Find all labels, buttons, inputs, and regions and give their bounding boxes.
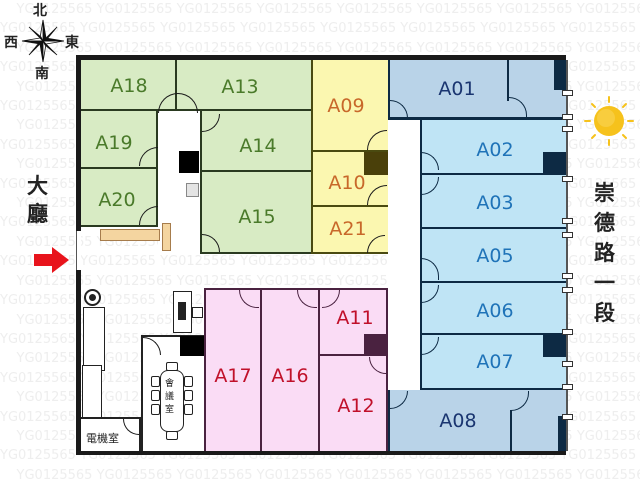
room-A17[interactable] — [204, 288, 262, 451]
chair — [192, 307, 203, 318]
pillar — [554, 60, 566, 90]
A01-partition — [507, 60, 509, 101]
corridor-blue — [388, 120, 420, 390]
pillar — [364, 152, 388, 175]
room-label-A19: A19 — [95, 132, 133, 154]
room-label-A14: A14 — [239, 135, 277, 157]
room-label-A17: A17 — [214, 365, 252, 387]
room-A02[interactable] — [420, 120, 566, 175]
chair — [151, 390, 160, 401]
room-A15[interactable] — [200, 172, 311, 254]
window — [562, 90, 573, 96]
room-label-A03: A03 — [476, 192, 514, 214]
east-wall — [566, 60, 568, 451]
pillar — [364, 334, 386, 355]
pillar — [179, 151, 199, 173]
street-label: 崇德路一段 — [594, 181, 615, 325]
pillar — [180, 336, 204, 356]
compass-rose-icon — [21, 19, 65, 63]
room-label-A20: A20 — [98, 189, 136, 211]
chair — [151, 376, 160, 387]
outer-wall-bottom — [76, 451, 566, 455]
window — [562, 114, 573, 120]
chair — [184, 390, 193, 401]
red-arrow-right-icon — [34, 247, 69, 273]
window — [562, 414, 573, 420]
outer-wall-left-lower — [76, 270, 81, 455]
electrical-room[interactable] — [81, 417, 141, 451]
pillar — [558, 416, 566, 451]
meeting-room-label: 會議室 — [165, 379, 175, 415]
pillar — [543, 334, 566, 357]
room-A03[interactable] — [420, 175, 566, 229]
reception-desk — [83, 307, 105, 371]
sink-icon — [186, 183, 199, 197]
window — [562, 361, 573, 367]
room-A06[interactable] — [420, 283, 566, 335]
electrical-room-label: 電機室 — [86, 432, 119, 445]
room-A13[interactable] — [177, 60, 311, 111]
room-label-A21: A21 — [329, 218, 367, 240]
window — [562, 232, 573, 238]
chair — [166, 362, 178, 371]
outer-wall-top — [76, 55, 566, 60]
room-label-A06: A06 — [476, 300, 514, 322]
chair — [151, 404, 160, 415]
pillar — [543, 152, 566, 175]
room-A05[interactable] — [420, 229, 566, 283]
room-label-A18: A18 — [110, 75, 148, 97]
compass-west-label: 西 — [4, 35, 18, 51]
compass-east-label: 東 — [65, 35, 79, 51]
cabinet-lobby — [82, 365, 102, 419]
room-label-A09: A09 — [327, 95, 365, 117]
lobby-label: 大廳 — [27, 174, 48, 226]
room-label-A08: A08 — [439, 410, 477, 432]
chair — [184, 404, 193, 415]
compass-south-label: 南 — [35, 66, 49, 82]
compass-north-label: 北 — [33, 3, 47, 19]
room-A01[interactable] — [388, 60, 566, 120]
cabinet — [162, 223, 171, 251]
window — [562, 329, 573, 335]
A08-partition — [510, 410, 512, 451]
room-A12[interactable] — [320, 356, 388, 451]
room-A07[interactable] — [420, 335, 566, 390]
window — [562, 384, 573, 390]
outer-wall-left — [76, 55, 81, 231]
room-label-A07: A07 — [476, 351, 514, 373]
front-desk-monitor — [178, 302, 186, 320]
window — [562, 126, 573, 132]
chair — [184, 376, 193, 387]
room-label-A13: A13 — [221, 76, 259, 98]
window — [562, 287, 573, 293]
room-A16[interactable] — [262, 288, 320, 451]
window — [562, 176, 573, 182]
room-label-A12: A12 — [337, 395, 375, 417]
room-label-A10: A10 — [328, 172, 366, 194]
room-label-A01: A01 — [438, 78, 476, 100]
compass: 北 西 東 南 — [2, 0, 82, 82]
room-label-A16: A16 — [271, 365, 309, 387]
room-label-A15: A15 — [238, 206, 276, 228]
chair — [166, 431, 178, 440]
room-label-A02: A02 — [476, 139, 514, 161]
room-A08[interactable] — [388, 390, 566, 451]
bench — [100, 229, 160, 241]
room-label-A11: A11 — [336, 307, 374, 329]
window — [562, 218, 573, 224]
plant-icon — [84, 289, 101, 306]
room-label-A05: A05 — [476, 245, 514, 267]
entrance-door[interactable] — [76, 231, 81, 270]
sun-icon — [584, 96, 634, 146]
window — [562, 273, 573, 279]
